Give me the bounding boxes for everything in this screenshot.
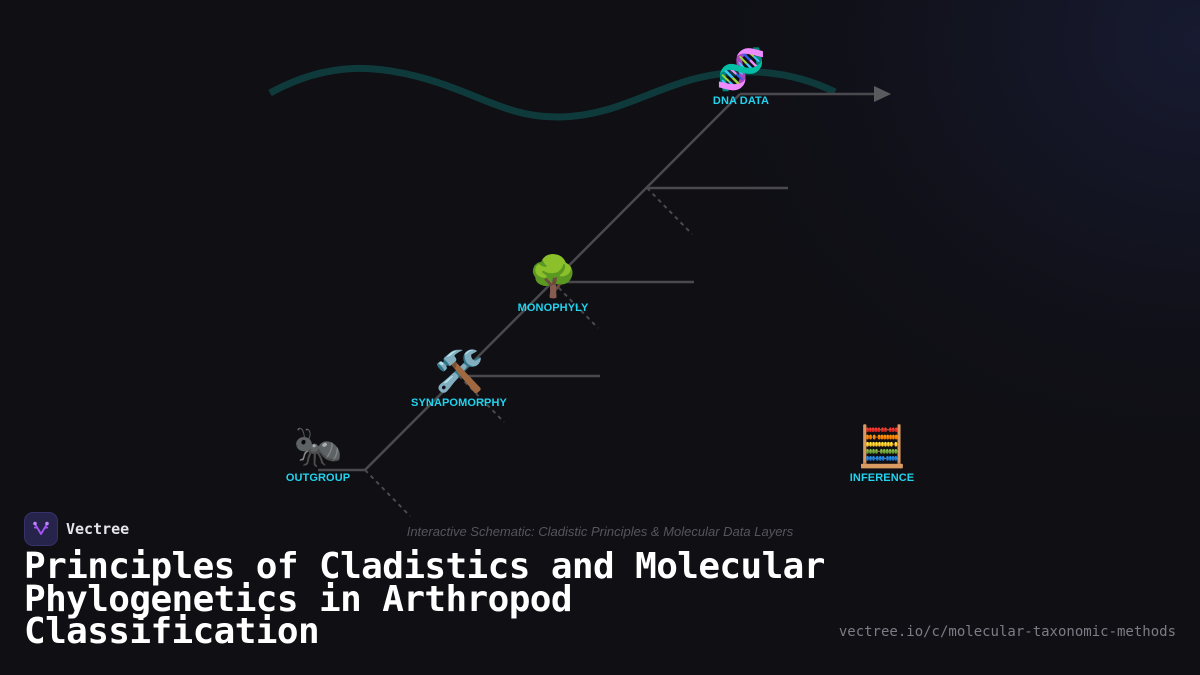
dashed-branch-1	[364, 469, 411, 517]
brand: Vectree	[24, 512, 129, 546]
node-outgroup[interactable]: 🐜 OUTGROUP	[286, 424, 350, 484]
branching-v-icon	[33, 521, 49, 535]
dashed-branch-4	[646, 187, 693, 235]
node-label: DNA DATA	[712, 95, 770, 107]
node-label: OUTGROUP	[285, 472, 351, 484]
node-label: SYNAPOMORPHY	[411, 397, 507, 409]
node-synapomorphy[interactable]: 🛠️ SYNAPOMORPHY	[411, 349, 507, 409]
dashed-branch-3	[552, 281, 599, 329]
node-label: MONOPHYLY	[517, 302, 589, 314]
abacus-icon: 🧮	[857, 424, 907, 470]
deciduous-tree-icon: 🌳	[528, 254, 578, 300]
ant-icon: 🐜	[293, 424, 343, 470]
node-inference[interactable]: 🧮 INFERENCE	[850, 424, 914, 484]
main-lineage-line	[364, 93, 741, 471]
node-monophyly[interactable]: 🌳 MONOPHYLY	[518, 254, 589, 314]
node-dna-data[interactable]: 🧬 DNA DATA	[713, 47, 769, 107]
dna-wave	[268, 64, 837, 121]
brand-logo	[24, 512, 58, 546]
hammer-and-wrench-icon: 🛠️	[434, 349, 484, 395]
dashed-branch-2	[458, 375, 505, 423]
diagram-caption: Interactive Schematic: Cladistic Princip…	[406, 524, 794, 539]
arrowhead-icon	[874, 86, 891, 102]
dna-icon: 🧬	[716, 47, 766, 93]
brand-name: Vectree	[66, 520, 130, 538]
page-title: Principles of Cladistics and Molecular P…	[24, 546, 825, 652]
page-url[interactable]: vectree.io/c/molecular-taxonomic-methods	[838, 624, 1176, 640]
node-label: INFERENCE	[849, 472, 915, 484]
